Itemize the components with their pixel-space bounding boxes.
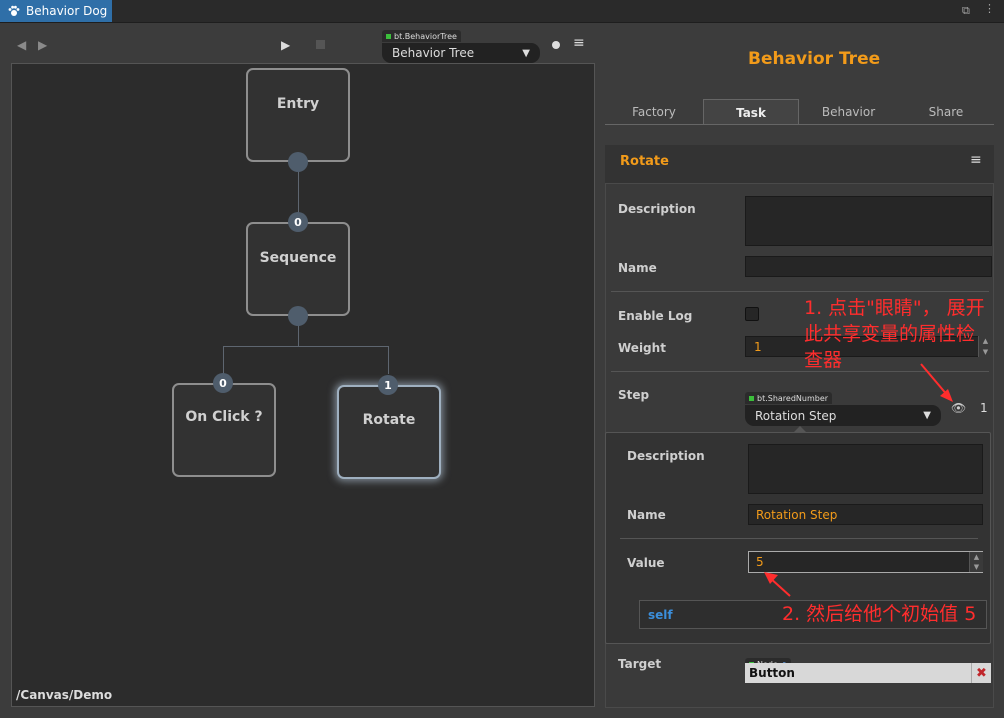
target-node-field[interactable]: Button	[745, 663, 971, 683]
node-path: /Canvas/Demo	[16, 688, 113, 702]
enable-log-checkbox[interactable]	[745, 307, 759, 321]
shared-value-input[interactable]: 5	[748, 551, 983, 573]
node-rotate[interactable]: Rotate	[337, 385, 441, 479]
tree-type-tag: bt.BehaviorTree	[382, 30, 461, 42]
node-sequence-label: Sequence	[259, 250, 337, 266]
play-icon[interactable]: ▶	[281, 38, 291, 52]
tree-select-value: Behavior Tree	[392, 46, 475, 60]
self-reference-box[interactable]: self	[639, 600, 987, 629]
tab-share[interactable]: Share	[928, 105, 964, 119]
target-label: Target	[618, 657, 662, 671]
window-tab[interactable]: Behavior Dog	[0, 0, 112, 22]
inspector-title: Behavior Tree	[748, 49, 881, 69]
tab-underline	[605, 124, 994, 125]
shared-name-input[interactable]: Rotation Step	[748, 504, 983, 525]
annotation-step-1: 1. 点击"眼睛"， 展开 此共享变量的属性检 查器	[804, 297, 985, 371]
annotation-step-2: 2. 然后给他个初始值 5	[782, 603, 977, 625]
weight-value: 1	[754, 339, 762, 354]
behavior-graph-canvas[interactable]: Entry Sequence 0 On Click ? 0 Rotate 1	[11, 63, 595, 707]
tab-behavior[interactable]: Behavior	[821, 105, 876, 119]
shared-name-label: Name	[627, 508, 666, 522]
shared-value: 5	[756, 555, 764, 569]
clear-target-icon[interactable]: ✖	[971, 663, 991, 683]
tab-task[interactable]: Task	[703, 99, 799, 125]
node-sequence-output-port[interactable]	[288, 306, 308, 326]
tree-type-select[interactable]: bt.BehaviorTree Behavior Tree ▼	[382, 24, 540, 63]
task-section-header	[605, 145, 994, 183]
step-type-tag: bt.SharedNumber	[745, 392, 833, 404]
description-label: Description	[618, 202, 696, 216]
name-input[interactable]	[745, 256, 992, 277]
self-label: self	[648, 607, 673, 622]
weight-label: Weight	[618, 341, 666, 355]
node-on-click-label: On Click ?	[185, 409, 263, 425]
menu-icon[interactable]: ≡	[573, 35, 585, 51]
more-icon[interactable]: ⋮	[984, 2, 995, 15]
divider	[611, 371, 989, 372]
node-on-click[interactable]: On Click ?	[172, 383, 276, 477]
restore-icon[interactable]: ⧉	[962, 4, 970, 17]
node-on-click-index-badge: 0	[213, 373, 233, 393]
enable-log-label: Enable Log	[618, 309, 693, 323]
name-label: Name	[618, 261, 657, 275]
chevron-down-icon: ▼	[923, 410, 931, 421]
node-rotate-index-badge: 1	[378, 375, 398, 395]
shared-value-stepper[interactable]: ▲▼	[969, 552, 983, 572]
paw-icon	[8, 5, 20, 16]
node-entry-label: Entry	[276, 96, 320, 112]
task-section-title: Rotate	[620, 154, 669, 169]
record-dot-icon[interactable]	[552, 41, 560, 49]
back-icon[interactable]: ◀	[17, 38, 27, 52]
weight-stepper[interactable]: ▲▼	[978, 336, 992, 357]
step-label: Step	[618, 388, 650, 402]
divider	[620, 538, 978, 539]
stop-icon[interactable]	[316, 40, 325, 49]
node-rotate-label: Rotate	[362, 412, 416, 428]
node-sequence-index-badge: 0	[288, 212, 308, 232]
description-textarea[interactable]	[745, 196, 992, 246]
step-select-value: Rotation Step	[755, 408, 837, 423]
popover-arrow	[793, 426, 807, 433]
step-shared-select[interactable]: bt.SharedNumber Rotation Step ▼	[745, 386, 941, 426]
node-sequence[interactable]: Sequence	[246, 222, 350, 316]
window-tab-label: Behavior Dog	[26, 4, 108, 18]
node-entry[interactable]: Entry	[246, 68, 350, 162]
tab-factory[interactable]: Factory	[632, 105, 676, 119]
eye-icon[interactable]: 👁	[951, 401, 967, 415]
shared-description-label: Description	[627, 449, 705, 463]
title-bar	[0, 0, 1004, 23]
target-node-value: Button	[749, 666, 795, 680]
shared-name-value: Rotation Step	[756, 507, 838, 522]
forward-icon[interactable]: ▶	[38, 38, 48, 52]
node-entry-output-port[interactable]	[288, 152, 308, 172]
chevron-down-icon: ▼	[522, 47, 530, 59]
shared-description-textarea[interactable]	[748, 444, 983, 494]
divider	[611, 291, 989, 292]
shared-value-label: Value	[627, 556, 665, 570]
step-count: 1	[980, 401, 988, 415]
section-menu-icon[interactable]: ≡	[970, 152, 982, 168]
